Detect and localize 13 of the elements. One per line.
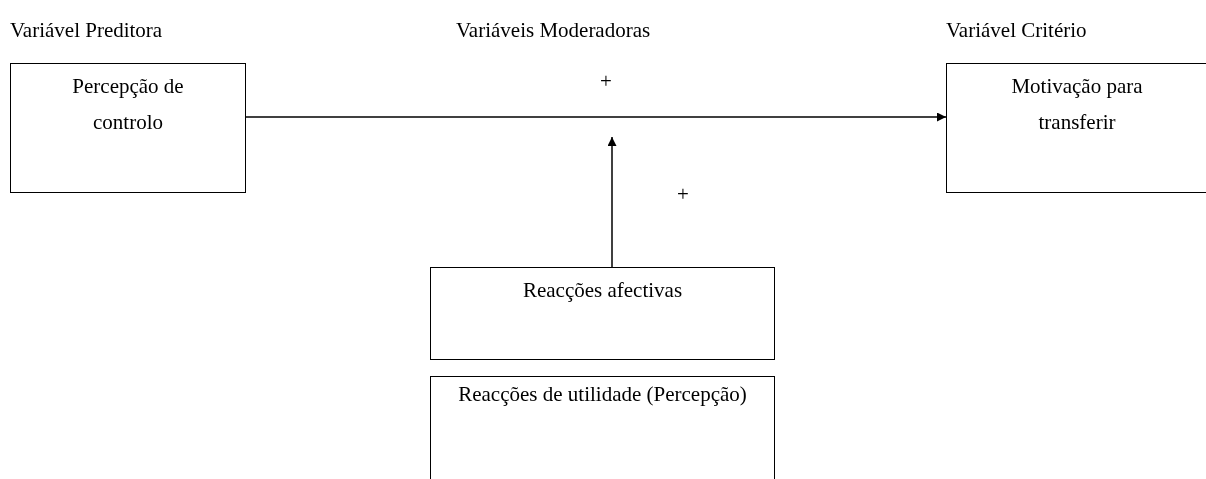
box-text: Reacções de utilidade (Percepção) <box>458 381 747 407</box>
variable-box <box>430 376 775 479</box>
variable-box <box>10 63 246 193</box>
arrow <box>245 112 947 122</box>
column-heading: Variável Critério <box>946 18 1087 43</box>
arrow <box>607 136 617 268</box>
variable-box <box>430 267 775 360</box>
box-text: Percepção de controlo <box>71 73 185 136</box>
box-text: Reacções afectivas <box>522 277 683 304</box>
column-heading: Variável Preditora <box>10 18 163 43</box>
box-text: Motivação para transferir <box>1010 73 1144 136</box>
variable-box <box>946 63 1206 193</box>
column-heading: Variáveis Moderadoras <box>456 18 651 43</box>
